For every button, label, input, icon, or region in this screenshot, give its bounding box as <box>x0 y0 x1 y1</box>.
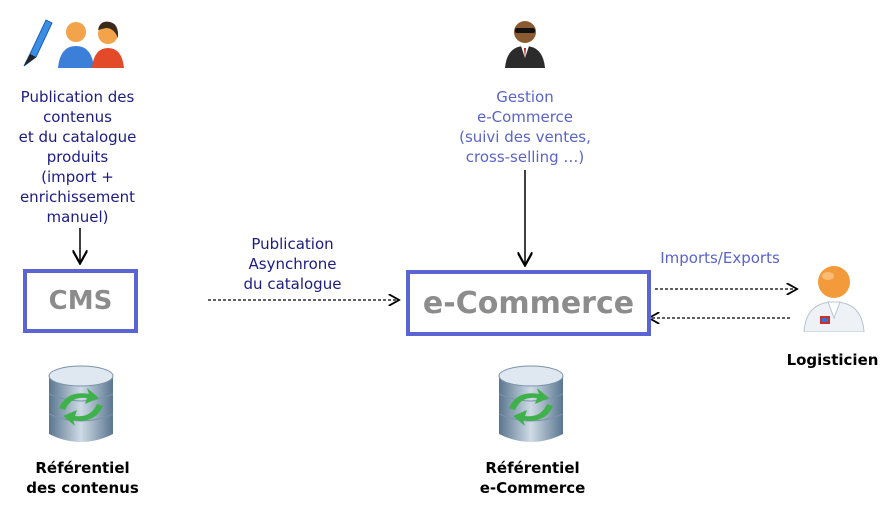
businessman-icon <box>503 14 547 68</box>
cms-box-label: CMS <box>48 286 113 316</box>
database-sync-icon <box>495 364 567 446</box>
cms-db-label: Référentiel des contenus <box>26 459 139 497</box>
ecommerce-box-label: e-Commerce <box>422 285 635 321</box>
cms-description: Publication des contenus et du catalogue… <box>18 88 137 226</box>
logistician-label: Logisticien <box>786 351 879 369</box>
imports-exports-label: Imports/Exports <box>660 249 780 267</box>
gestion-description: Gestion e-Commerce (suivi des ventes, cr… <box>459 88 591 166</box>
ecommerce-box: e-Commerce <box>406 270 651 336</box>
publication-arrow-label: Publication Asynchrone du catalogue <box>243 235 342 293</box>
cms-box: CMS <box>23 269 138 333</box>
logistician-icon <box>800 260 868 333</box>
ecommerce-db-label: Référentiel e-Commerce <box>479 459 586 497</box>
pen-and-users-icon <box>20 14 130 68</box>
database-sync-icon <box>45 364 117 446</box>
